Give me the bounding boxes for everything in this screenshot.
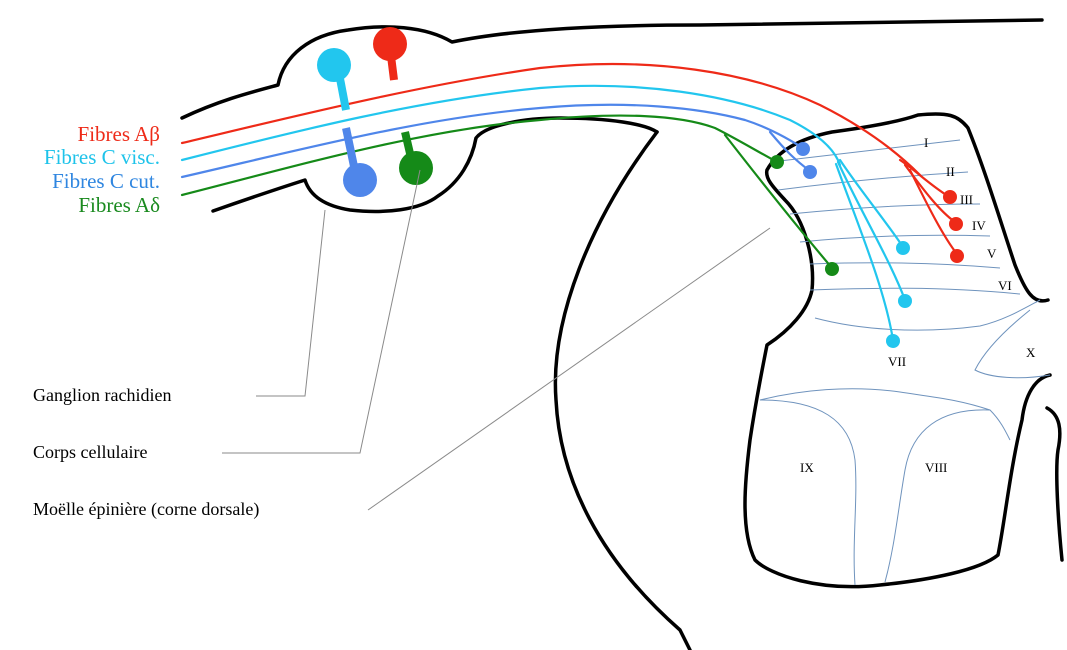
- lamina-label-VII: VII: [888, 354, 906, 369]
- lamina-label-X: X: [1026, 345, 1036, 360]
- gray-matter-outline: [743, 112, 1052, 589]
- lamina-label-VI: VI: [998, 278, 1012, 293]
- fiber-abeta: [180, 62, 922, 177]
- lamina-boundary-VIII: [884, 409, 991, 583]
- lamina-boundary-I-II: [770, 139, 961, 163]
- terminal-adelta-a: [770, 155, 784, 169]
- lamina-boundary-VI-VII: [809, 287, 1021, 295]
- soma-c-cutaneous: [343, 163, 377, 197]
- spinal-cord-right-outline: [1045, 406, 1064, 562]
- leader-ganglion: [256, 209, 326, 397]
- fiber-c-visceral-branch-b: [836, 160, 907, 302]
- soma-c-visceral: [317, 48, 351, 82]
- lamina-boundary-VII-lower: [814, 299, 1041, 331]
- lamina-label-IX: IX: [800, 460, 814, 475]
- leader-spinal-cord: [367, 227, 771, 511]
- terminal-c-cutaneous-b: [803, 165, 817, 179]
- terminal-abeta-III: [943, 190, 957, 204]
- leader-cell-body: [222, 169, 421, 454]
- fiber-label-abeta: Fibres Aβ: [78, 122, 160, 146]
- terminal-c-visceral-a: [896, 241, 910, 255]
- annotation-spinal-cord: Moëlle épinière (corne dorsale): [33, 499, 259, 520]
- lamina-boundary-III-IV: [789, 203, 981, 215]
- terminal-abeta-IV: [949, 217, 963, 231]
- terminal-abeta-V: [950, 249, 964, 263]
- nerve-root-lower-outline: [211, 116, 659, 214]
- fiber-abeta-branch-V: [908, 168, 959, 256]
- soma-abeta: [373, 27, 407, 61]
- lamina-label-I: I: [924, 135, 928, 150]
- lamina-label-IV: IV: [972, 218, 986, 233]
- terminal-c-cutaneous-a: [796, 142, 810, 156]
- fiber-c-visceral: [180, 84, 842, 167]
- spinal-cord-outer-outline: [553, 130, 692, 650]
- lamina-label-VIII: VIII: [925, 460, 947, 475]
- lamina-label-V: V: [987, 246, 997, 261]
- lamina-boundary-VII-VIII-IX: [759, 388, 1011, 441]
- nerve-root-upper-outline: [180, 18, 1044, 120]
- fiber-adelta: [180, 114, 779, 197]
- fiber-adelta-branch: [723, 133, 834, 270]
- lamina-label-III: III: [960, 192, 973, 207]
- lamina-boundary-IV-V: [799, 234, 991, 243]
- annotation-cell-body: Corps cellulaire: [33, 442, 147, 462]
- terminal-adelta-b: [825, 262, 839, 276]
- soma-adelta: [399, 151, 433, 185]
- fiber-label-c-cutaneous: Fibres C cut.: [52, 169, 160, 193]
- lamina-label-II: II: [946, 164, 955, 179]
- fiber-c-visceral-branch-a: [838, 158, 905, 249]
- terminal-c-visceral-c: [886, 334, 900, 348]
- fiber-label-adelta: Fibres Aδ: [78, 193, 160, 217]
- fiber-c-visceral-branch-c: [834, 162, 895, 342]
- fiber-c-cutaneous: [180, 103, 805, 179]
- fiber-abeta-branch-III: [898, 158, 950, 198]
- annotation-ganglion: Ganglion rachidien: [33, 385, 171, 405]
- lamina-boundary-II-III: [777, 171, 969, 191]
- terminal-c-visceral-b: [898, 294, 912, 308]
- lamina-boundary-X: [974, 309, 1051, 379]
- lamina-boundary-IX: [759, 399, 857, 586]
- fiber-label-c-visceral: Fibres C visc.: [44, 145, 160, 169]
